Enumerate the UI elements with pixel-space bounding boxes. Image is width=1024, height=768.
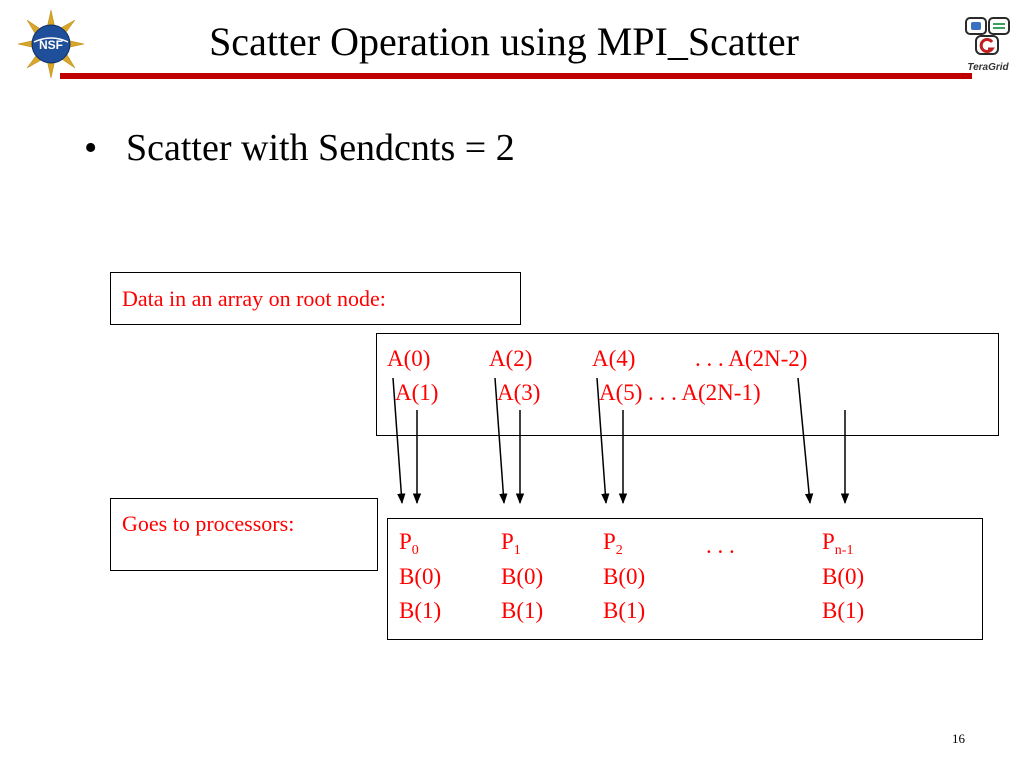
bullet-text: Scatter with Sendcnts = 2 bbox=[126, 127, 515, 169]
svg-text:TeraGrid: TeraGrid bbox=[967, 62, 1009, 73]
array-a2: A(2) bbox=[489, 346, 533, 371]
proc-p2-b0: B(0) bbox=[603, 564, 646, 589]
slide-title: Scatter Operation using MPI_Scatter bbox=[209, 19, 799, 64]
proc-pn1-name: Pn-1 bbox=[822, 529, 854, 558]
proc-p1-name: P1 bbox=[501, 529, 521, 558]
slide-number: 16 bbox=[952, 731, 965, 746]
teragrid-logo: TeraGrid bbox=[965, 17, 1010, 73]
arrow-a2-p1 bbox=[494, 377, 508, 505]
processors-box: P0 P1 P2 . . . Pn-1 B(0) B(0) B(0) B(0) … bbox=[387, 518, 983, 640]
bullet-dot: • bbox=[84, 127, 98, 169]
proc-pn1-b1: B(1) bbox=[822, 598, 865, 623]
svg-text:NSF: NSF bbox=[39, 38, 63, 52]
proc-p0-b0: B(0) bbox=[399, 564, 442, 589]
arrow-a2n2-pn1 bbox=[797, 377, 814, 505]
proc-label-box: Goes to processors: bbox=[110, 498, 378, 571]
root-label-box: Data in an array on root node: bbox=[110, 272, 521, 325]
array-a5-a2n-1: A(5) . . . A(2N-1) bbox=[599, 380, 761, 405]
proc-p2-name: P2 bbox=[603, 529, 623, 558]
title-rule bbox=[60, 73, 972, 79]
proc-p0-name: P0 bbox=[399, 529, 419, 558]
proc-pn1-b0: B(0) bbox=[822, 564, 865, 589]
array-a2n-2: . . . A(2N-2) bbox=[695, 346, 808, 371]
array-a3: A(3) bbox=[497, 380, 541, 405]
arrow-a4-p2 bbox=[596, 377, 610, 505]
proc-ellipsis: . . . bbox=[706, 533, 735, 558]
proc-p2-b1: B(1) bbox=[603, 598, 646, 623]
bullet-item: • Scatter with Sendcnts = 2 bbox=[84, 126, 515, 170]
root-label: Data in an array on root node: bbox=[122, 286, 386, 311]
proc-p0-b1: B(1) bbox=[399, 598, 442, 623]
array-a4: A(4) bbox=[592, 346, 636, 371]
proc-p1-b1: B(1) bbox=[501, 598, 544, 623]
arrow-a0-p0 bbox=[392, 377, 406, 505]
proc-p1-b0: B(0) bbox=[501, 564, 544, 589]
proc-label: Goes to processors: bbox=[122, 511, 295, 536]
nsf-logo: NSF bbox=[17, 9, 85, 79]
array-a1: A(1) bbox=[395, 380, 439, 405]
array-a0: A(0) bbox=[387, 346, 431, 371]
array-box: A(0) A(2) A(4) . . . A(2N-2) A(1) A(3) A… bbox=[376, 333, 999, 436]
